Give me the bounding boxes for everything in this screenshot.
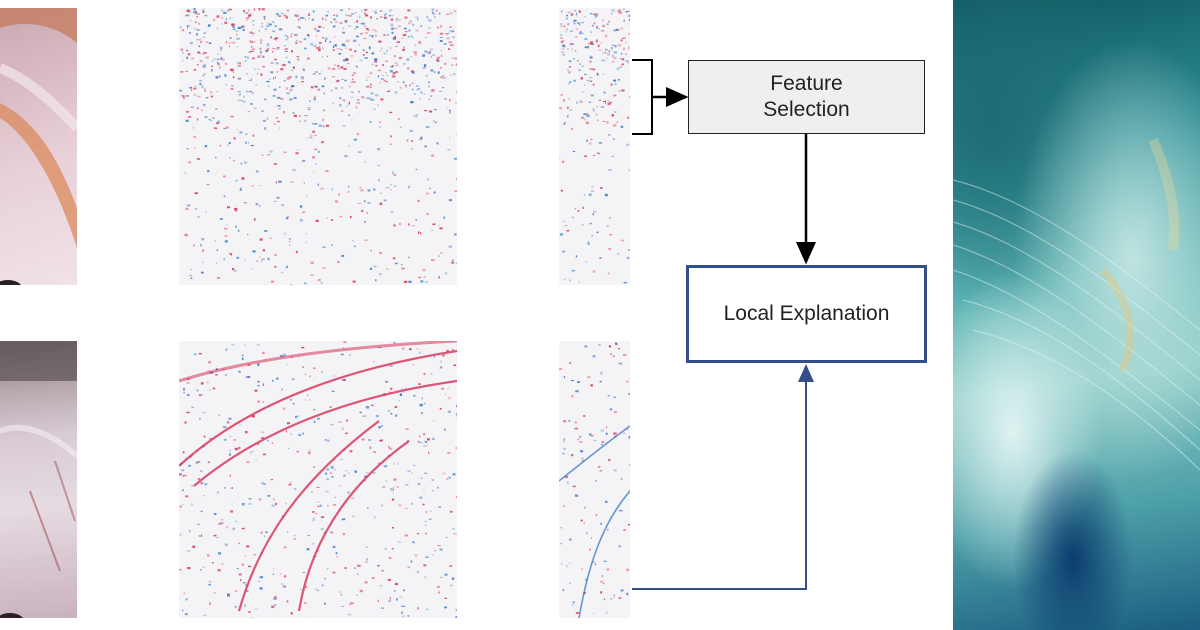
abstract-art-image (953, 0, 1200, 630)
feature-selection-label: Feature Selection (763, 72, 850, 121)
local-explanation-box: Local Explanation (686, 265, 927, 363)
arrow-from-bottom-crop (632, 364, 814, 590)
camera-frame-bottom-art (0, 341, 77, 618)
bracket-connector (632, 59, 653, 135)
saliency-crop-bottom (559, 341, 630, 618)
saliency-crop-bottom-art (559, 342, 630, 618)
camera-frame-bottom (0, 341, 77, 618)
saliency-crop-top (559, 8, 630, 285)
camera-frame-top (0, 8, 77, 285)
saliency-crop-top-art (559, 8, 630, 284)
saliency-map-bottom-art (179, 341, 457, 618)
saliency-map-top-art (179, 8, 457, 285)
feature-selection-box: Feature Selection (688, 60, 925, 134)
saliency-map-top (179, 8, 457, 285)
abstract-art-streaks (953, 138, 1200, 471)
local-explanation-label: Local Explanation (723, 302, 890, 325)
saliency-map-bottom (179, 341, 457, 618)
camera-frame-top-art (0, 8, 77, 285)
